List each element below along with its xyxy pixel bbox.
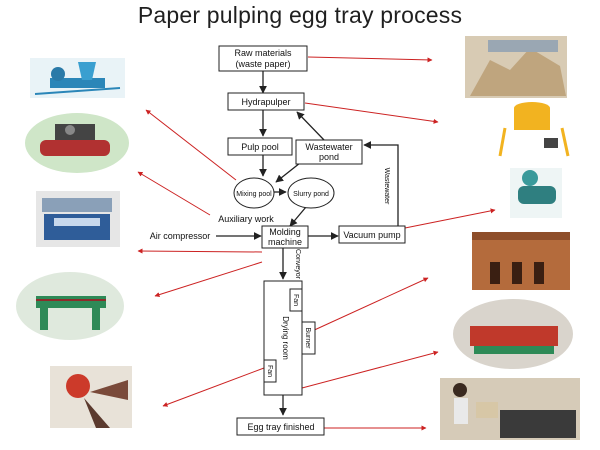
flow-slurry-to-molding [289, 206, 307, 227]
node-fan-bottom [263, 359, 277, 383]
node-slurry-pond [287, 177, 335, 209]
red-arrow-raw [307, 56, 433, 63]
label-molding-machine-1: Molding [269, 227, 301, 237]
red-arrow-hydrapulper [304, 102, 439, 124]
label-mixing-pool: Mixing pool [236, 191, 272, 198]
node-vacuum-pump [338, 225, 406, 244]
photo-fan [50, 366, 132, 428]
red-arrow-drying [301, 350, 439, 389]
flow-vacuum-to-wastewater [363, 141, 399, 226]
label-burner: Burner [304, 327, 311, 349]
node-wastewater-pond [295, 139, 363, 165]
label-wastewater-pond-1: Wastewater [305, 142, 352, 152]
node-mixing-pool [233, 177, 275, 209]
label-raw-materials-2: (waste paper) [235, 59, 290, 69]
label-drying-room: Drying room [281, 316, 290, 360]
photo-brick-drying-room [472, 232, 570, 290]
red-arrow-burner [309, 277, 429, 333]
red-arrow-vacuum [404, 208, 496, 229]
label-pulp-pool: Pulp pool [241, 142, 279, 152]
page-title: Paper pulping egg tray process [137, 2, 463, 28]
label-auxiliary-work: Auxiliary work [218, 214, 274, 224]
photo-molding-machine [36, 191, 120, 247]
label-molding-machine-2: machine [268, 237, 302, 247]
photo-vacuum-pump [510, 168, 562, 218]
red-arrow-conveyor [154, 261, 263, 298]
red-arrow-fan [162, 367, 265, 407]
label-egg-tray-finished: Egg tray finished [247, 422, 314, 432]
photo-drying-line [453, 299, 573, 369]
label-conveyor: Conveyor [294, 249, 301, 280]
photo-finished-trays [440, 378, 580, 440]
label-wastewater-pond-2: pond [319, 152, 339, 162]
photo-hydrapulper-machine [30, 58, 125, 98]
label-wastewater-vertical: Wastewater [383, 168, 390, 205]
photo-air-compressor [25, 113, 129, 173]
flow-wastewater-to-hydra [296, 111, 326, 142]
red-arrow-air [137, 171, 211, 216]
photo-waste-paper-pile [465, 36, 567, 98]
red-arrow-molding [137, 248, 263, 254]
label-raw-materials-1: Raw materials [234, 48, 292, 58]
label-slurry-pond: Slurry pond [293, 191, 329, 198]
photo-pulper-tank [498, 102, 570, 157]
label-hydrapulper: Hydrapulper [241, 97, 290, 107]
node-fan-top [289, 288, 303, 312]
node-pulp-pool [227, 137, 293, 156]
label-air-compressor: Air compressor [150, 231, 211, 241]
label-vacuum-pump: Vacuum pump [343, 230, 400, 240]
label-fan-bottom: Fan [266, 365, 273, 377]
photo-conveyor-belt [16, 272, 124, 340]
flow-wastewater-to-mixing [275, 162, 301, 183]
label-fan-top: Fan [292, 294, 299, 306]
node-molding-machine [261, 225, 309, 249]
node-egg-tray-finished [236, 417, 325, 436]
node-raw-materials [218, 45, 308, 72]
node-hydrapulper [227, 92, 305, 111]
node-burner [301, 321, 316, 355]
red-arrow-mixing [145, 109, 237, 181]
